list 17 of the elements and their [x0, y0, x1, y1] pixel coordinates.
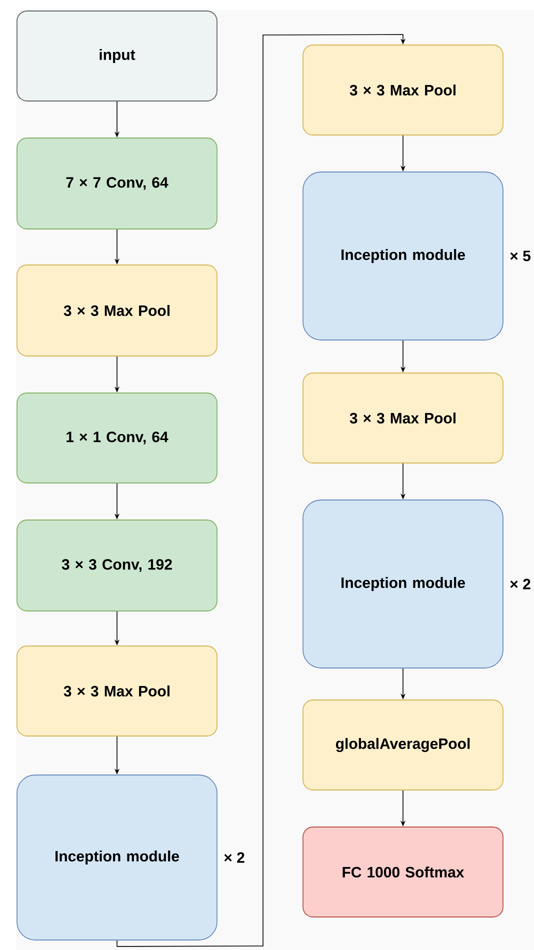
- module-box: Inception module: [302, 500, 504, 668]
- input-box: input: [16, 10, 218, 102]
- layer-box: 3 × 3 Max Pool: [302, 372, 504, 464]
- repeat-count: × 2: [510, 578, 530, 590]
- layer-box: 3 × 3 Max Pool: [302, 44, 504, 136]
- layer-box: 1 × 1 Conv, 64: [16, 392, 218, 484]
- repeat-count: × 2: [224, 852, 244, 863]
- layer-box: globalAveragePool: [302, 700, 504, 790]
- layer-box: FC 1000 Softmax: [302, 826, 504, 918]
- repeat-count: × 5: [510, 250, 530, 262]
- arrow: [116, 34, 406, 947]
- layer-box: 3 × 3 Conv, 192: [16, 520, 218, 612]
- layer-box: 3 × 3 Max Pool: [16, 264, 218, 356]
- layer-box: 3 × 3 Max Pool: [16, 646, 218, 736]
- module-box: Inception module: [302, 172, 504, 340]
- layer-box: 7 × 7 Conv, 64: [16, 138, 218, 230]
- module-box: Inception module: [16, 774, 218, 940]
